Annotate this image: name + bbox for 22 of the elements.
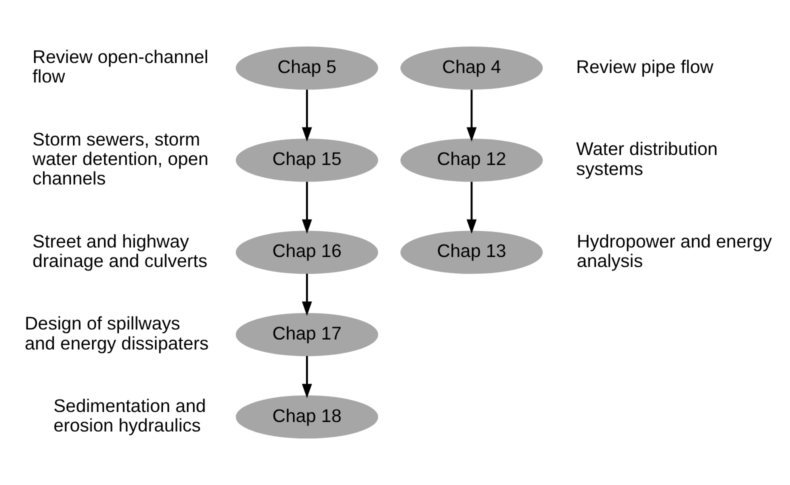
node-ellipse: Chap 15	[235, 138, 378, 182]
node-label: Review open-channel flow	[32, 46, 208, 87]
node-label: Sedimentation and erosion hydraulics	[52, 394, 206, 436]
arrow	[301, 274, 312, 316]
node-label: Design of spillways and energy dissipaters	[24, 312, 208, 354]
node-ellipse: Chap 5	[235, 46, 378, 90]
node-ellipse: Chap 16	[235, 230, 378, 274]
node-ellipse: Chap 13	[400, 230, 542, 274]
node-ellipse: Chap 4	[400, 46, 542, 90]
node-label: Storm sewers, storm water detention, open channels	[32, 128, 208, 189]
arrow	[301, 90, 312, 142]
node-ellipse: Chap 17	[235, 313, 378, 356]
arrow	[466, 90, 476, 142]
arrow	[301, 356, 312, 398]
node-ellipse: Chap 12	[400, 138, 542, 182]
node-label: Review pipe flow	[576, 56, 713, 77]
node-label: Street and highway drainage and culverts	[32, 230, 207, 271]
arrow	[466, 182, 476, 234]
node-ellipse: Chap 18	[235, 395, 378, 439]
arrow	[301, 182, 312, 234]
node-label: Water distribution systems	[576, 138, 718, 179]
node-label: Hydropower and energy analysis	[576, 230, 772, 271]
